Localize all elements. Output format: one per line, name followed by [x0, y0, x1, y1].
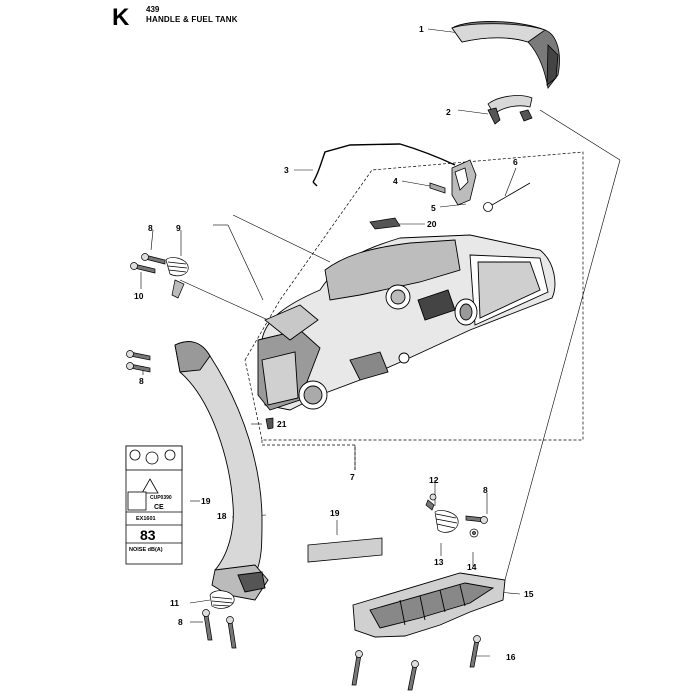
- callout-8-mid: 8: [483, 485, 488, 495]
- callout-1: 1: [419, 24, 424, 34]
- part-bottom-plate: [352, 572, 506, 638]
- part-handle-cover: [451, 21, 560, 89]
- callout-8-lower: 8: [178, 617, 183, 627]
- callout-10: 10: [134, 291, 144, 301]
- decal-code: CUP0390: [150, 495, 172, 501]
- callout-21: 21: [277, 419, 287, 429]
- decal-ce-mark: CE: [154, 504, 164, 511]
- part-label-decal: [125, 445, 183, 565]
- callout-11: 11: [170, 598, 179, 608]
- part-screws-left-lower: [126, 350, 151, 373]
- callout-4: 4: [393, 176, 398, 186]
- callout-19-left: 19: [201, 496, 211, 506]
- callout-13: 13: [434, 557, 444, 567]
- part-lower-spring: [202, 590, 237, 649]
- model-number: 439: [146, 5, 160, 14]
- callout-12: 12: [429, 475, 439, 485]
- callout-19-right: 19: [330, 508, 340, 518]
- callout-3: 3: [284, 165, 289, 175]
- callout-18: 18: [217, 511, 227, 521]
- callout-20: 20: [427, 219, 437, 229]
- callout-16: 16: [506, 652, 516, 662]
- callout-6: 6: [513, 157, 518, 167]
- callout-8-left: 8: [139, 376, 144, 386]
- callout-2: 2: [446, 107, 451, 117]
- decal-noise-value: 83: [140, 527, 156, 543]
- part-decal-blank: [307, 537, 383, 563]
- part-bracket: [369, 217, 401, 230]
- part-front-handle: [174, 341, 269, 601]
- part-screw-21: [265, 417, 274, 430]
- callout-8-upper: 8: [148, 223, 153, 233]
- callout-15: 15: [524, 589, 534, 599]
- outline-extensions: [179, 109, 621, 599]
- decal-ec-number: EX1601: [136, 516, 156, 522]
- section-letter: K: [112, 4, 130, 31]
- callout-14: 14: [467, 562, 477, 572]
- part-screws-left-upper: [130, 253, 189, 299]
- diagram-title: HANDLE & FUEL TANK: [146, 15, 238, 24]
- part-throttle-lock: [487, 95, 533, 125]
- callout-7: 7: [350, 472, 355, 482]
- callout-9: 9: [176, 223, 181, 233]
- part-fuel-tank-body: [257, 234, 556, 411]
- part-throttle-rod: [312, 143, 456, 187]
- part-middle-springs: [425, 493, 488, 538]
- part-bottom-screws: [351, 635, 481, 691]
- decal-noise-text: NOISE dB(A): [129, 547, 163, 553]
- part-throttle-trigger: [429, 159, 531, 212]
- callout-5: 5: [431, 203, 436, 213]
